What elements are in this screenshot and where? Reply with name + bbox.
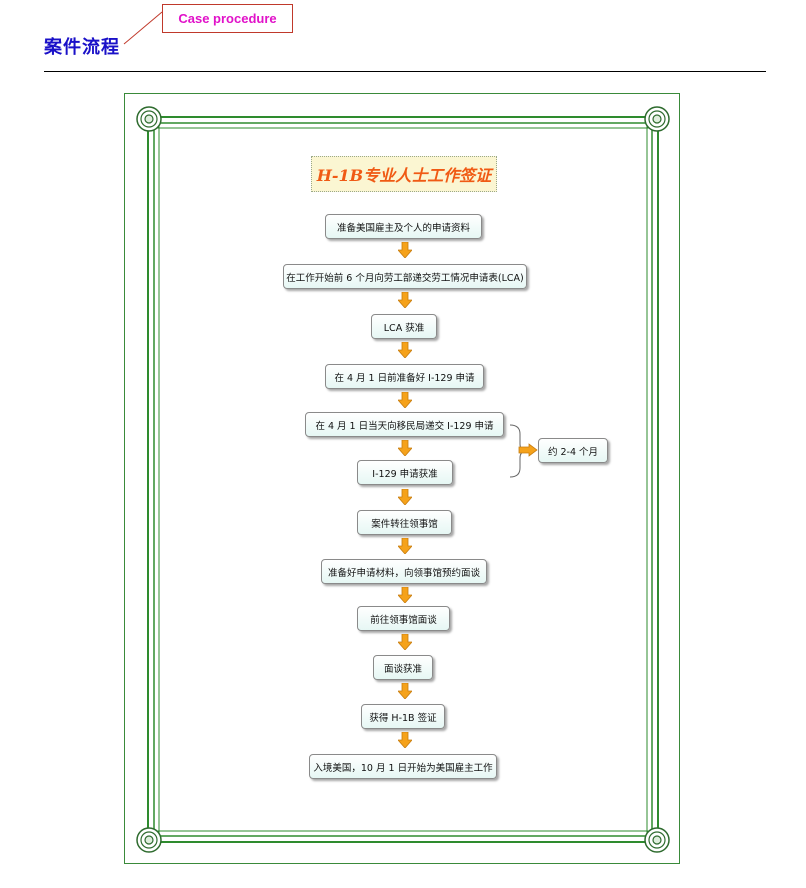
down-arrow-icon (398, 440, 412, 456)
section-title: 案件流程 (44, 37, 120, 58)
down-arrow-icon (398, 683, 412, 699)
duration-note: 约 2-4 个月 (538, 438, 608, 463)
down-arrow-icon (398, 292, 412, 308)
flow-step-4: 在 4 月 1 日前准备好 I-129 申请 (325, 364, 484, 389)
flow-step-5: 在 4 月 1 日当天向移民局递交 I-129 申请 (305, 412, 504, 437)
header-divider (44, 71, 766, 72)
flow-step-3: LCA 获准 (371, 314, 437, 339)
flow-step-9: 前往领事馆面谈 (357, 606, 450, 631)
case-procedure-tag: Case procedure (162, 4, 293, 33)
down-arrow-icon (398, 242, 412, 258)
frame-border-decoration (136, 106, 670, 853)
flow-step-12: 入境美国，10 月 1 日开始为美国雇主工作 (309, 754, 497, 779)
flow-step-11: 获得 H-1B 签证 (361, 704, 445, 729)
flow-step-6: I-129 申请获准 (357, 460, 453, 485)
diagram-title: H-1B专业人士工作签证 (311, 156, 497, 192)
down-arrow-icon (398, 732, 412, 748)
down-arrow-icon (398, 538, 412, 554)
callout-line (123, 11, 163, 45)
flow-step-2: 在工作开始前 6 个月向劳工部递交劳工情况申请表(LCA) (283, 264, 527, 289)
down-arrow-icon (398, 392, 412, 408)
flow-step-8: 准备好申请材料，向领事馆预约面谈 (321, 559, 487, 584)
side-arrow-icon (518, 443, 538, 457)
down-arrow-icon (398, 342, 412, 358)
flow-step-7: 案件转往领事馆 (357, 510, 452, 535)
down-arrow-icon (398, 587, 412, 603)
flow-step-10: 面谈获准 (373, 655, 433, 680)
down-arrow-icon (398, 489, 412, 505)
down-arrow-icon (398, 634, 412, 650)
flow-step-1: 准备美国雇主及个人的申请资料 (325, 214, 482, 239)
